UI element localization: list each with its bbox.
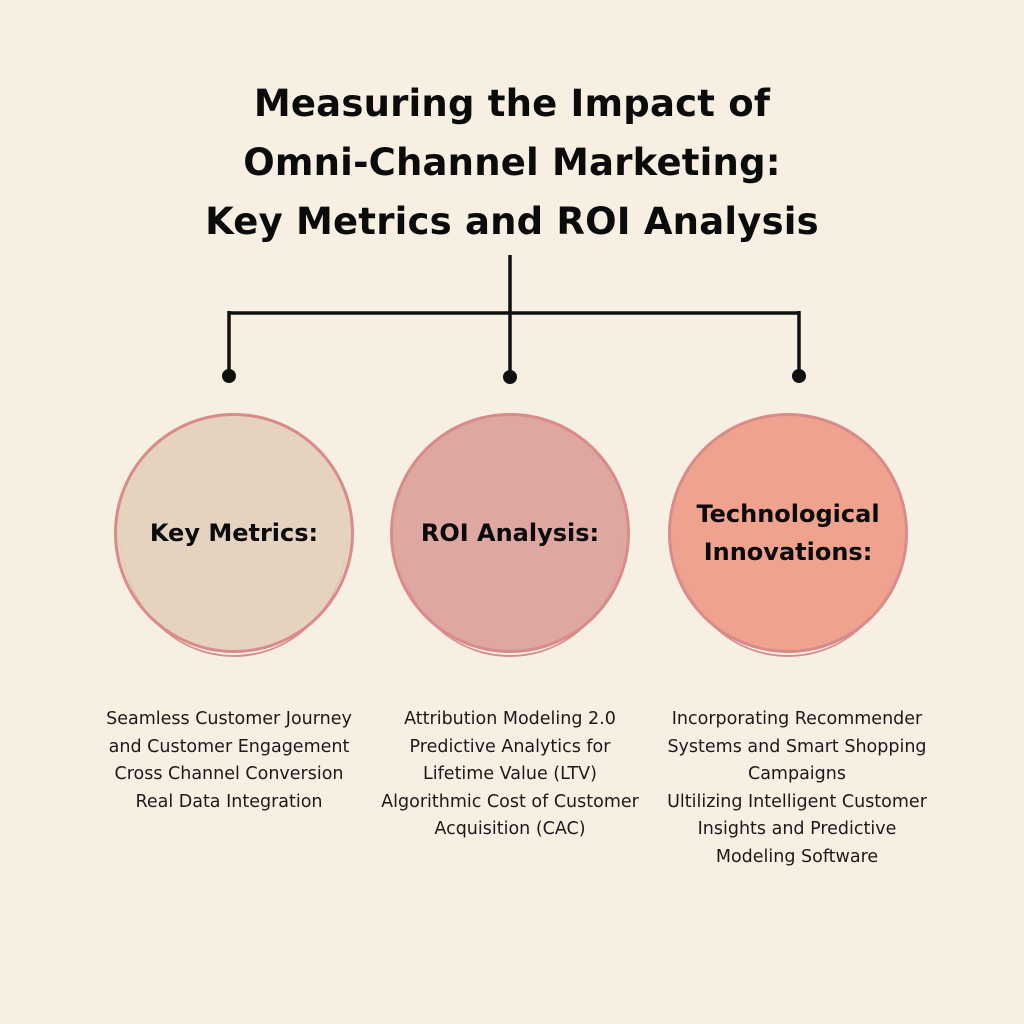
- node-circle-roi-analysis: ROI Analysis:: [390, 413, 630, 657]
- node-label-key-metrics: Key Metrics:: [149, 518, 319, 547]
- node-circle-key-metrics: Key Metrics:: [114, 413, 354, 657]
- description-item: Attribution Modeling 2.0: [404, 709, 616, 729]
- node-description-technological-innovations: Incorporating Recommender Systems and Sm…: [662, 706, 932, 871]
- node-label-roi-analysis: ROI Analysis:: [420, 518, 600, 547]
- node-label-technological-innovations: Technological Innovations:: [696, 499, 880, 566]
- description-item: Incorporating Recommender Systems and Sm…: [667, 709, 927, 784]
- diagram-title: Measuring the Impact of Omni-Channel Mar…: [112, 74, 912, 252]
- node-circle-technological-innovations: Technological Innovations:: [668, 413, 908, 657]
- connector-dot-right: [792, 369, 806, 383]
- title-line-3: Key Metrics and ROI Analysis: [205, 200, 819, 244]
- title-line-1: Measuring the Impact of: [253, 82, 771, 125]
- description-item: Real Data Integration: [135, 791, 323, 812]
- description-item: Algorithmic Cost of Customer Acquisition…: [381, 791, 639, 840]
- node-description-key-metrics: Seamless Customer Journey and Customer E…: [94, 706, 364, 816]
- description-item: Seamless Customer Journey and Customer E…: [106, 709, 352, 757]
- node-description-roi-analysis: Attribution Modeling 2.0 Predictive Anal…: [375, 706, 645, 844]
- description-item: Predictive Analytics for Lifetime Value …: [409, 736, 611, 785]
- connector-dot-center: [503, 370, 517, 384]
- description-item: Ultilizing Intelligent Customer Insights…: [667, 791, 927, 867]
- description-item: Cross Channel Conversion: [114, 764, 344, 784]
- title-line-2: Omni-Channel Marketing:: [243, 141, 781, 185]
- connector-dot-left: [222, 369, 236, 383]
